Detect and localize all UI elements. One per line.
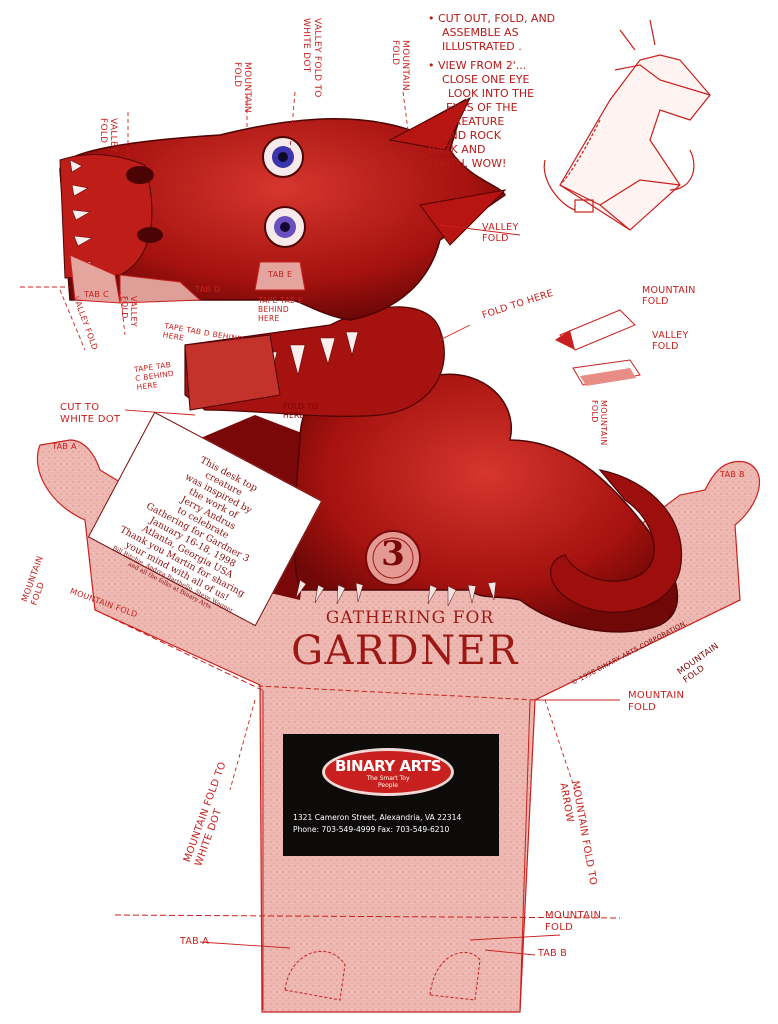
instruction-line: CLOSE ONE EYE bbox=[442, 73, 530, 86]
label-tab-b-bottom: TAB B bbox=[538, 948, 568, 959]
label-mountain-fold-top2: MOUNTAIN FOLD bbox=[390, 40, 410, 91]
sponsor-tagline-1: The Smart Toy bbox=[366, 775, 410, 782]
sponsor-logo-text: BINARY ARTS bbox=[334, 757, 442, 775]
label-tab-a-top: TAB A bbox=[52, 442, 77, 451]
sponsor-tagline: The Smart Toy People bbox=[325, 775, 451, 789]
sponsor-address: 1321 Cameron Street, Alexandria, VA 2231… bbox=[293, 813, 462, 822]
instruction-line: BACK AND bbox=[428, 143, 486, 156]
medallion-number: 3 bbox=[381, 534, 405, 574]
label-valley-fold-right: VALLEY FOLD bbox=[482, 222, 519, 244]
instruction-line: CREATURE bbox=[446, 115, 505, 128]
legend-valley-fold: VALLEY FOLD bbox=[652, 330, 689, 352]
label-tab-c: TAB C bbox=[84, 290, 109, 299]
sponsor-logo-oval: BINARY ARTS The Smart Toy People bbox=[322, 748, 454, 796]
label-tab-b-top: TAB B bbox=[720, 470, 745, 479]
label-tab-d: TAB D bbox=[195, 285, 221, 294]
sponsor-logo-box: BINARY ARTS The Smart Toy People 1321 Ca… bbox=[283, 734, 499, 856]
event-title-line1: GATHERING FOR bbox=[325, 608, 495, 628]
sponsor-contact: 1321 Cameron Street, Alexandria, VA 2231… bbox=[293, 812, 493, 836]
creature-tail bbox=[550, 469, 683, 613]
instruction-line: • CUT OUT, FOLD, AND bbox=[428, 12, 556, 25]
instruction-line: • VIEW FROM 2'... bbox=[428, 59, 527, 72]
instruction-line: LOOK INTO THE bbox=[448, 87, 535, 100]
instructions-note: • CUT OUT, FOLD, AND ASSEMBLE AS ILLUSTR… bbox=[428, 12, 628, 171]
label-valley-fold-top: VALLEY FOLD bbox=[98, 118, 118, 153]
label-fold-to-here-small: FOLD TO HERE bbox=[283, 402, 319, 420]
label-cut-to-white-dot: CUT TO WHITE DOT bbox=[60, 402, 121, 425]
label-tape-tab-e: TAPE TAB E BEHIND HERE bbox=[258, 296, 304, 323]
instruction-line: FORTH. WOW! bbox=[428, 157, 507, 170]
instruction-line: AND ROCK bbox=[442, 129, 501, 142]
label-tab-e: TAB E bbox=[268, 270, 293, 279]
label-tab-a-bottom: TAB A bbox=[180, 936, 210, 947]
label-mountain-fold-right-side: MOUNTAIN FOLD bbox=[628, 690, 685, 713]
event-title-line2: GARDNER bbox=[291, 628, 519, 674]
instruction-line: EYES OF THE bbox=[446, 101, 518, 114]
label-mountain-fold-right-rot: MOUNTAIN FOLD bbox=[590, 400, 608, 446]
label-valley-fold-left2: VALLEY FOLD bbox=[120, 296, 138, 328]
assembled-model-sketch bbox=[543, 19, 711, 231]
sponsor-tagline-2: People bbox=[378, 782, 398, 789]
sponsor-phone: Phone: 703-549-4999 Fax: 703-549-6210 bbox=[293, 825, 450, 834]
label-mountain-fold-bottom: MOUNTAIN FOLD bbox=[545, 910, 602, 933]
legend-mountain-fold: MOUNTAIN FOLD bbox=[642, 285, 696, 307]
label-mountain-fold-top: MOUNTAIN FOLD bbox=[232, 62, 252, 113]
instruction-line: ILLUSTRATED . bbox=[442, 40, 522, 53]
instruction-line: ASSEMBLE AS bbox=[442, 26, 519, 39]
medallion bbox=[365, 530, 421, 586]
label-valley-fold-white-dot: VALLEY FOLD TO WHITE DOT bbox=[301, 18, 322, 98]
